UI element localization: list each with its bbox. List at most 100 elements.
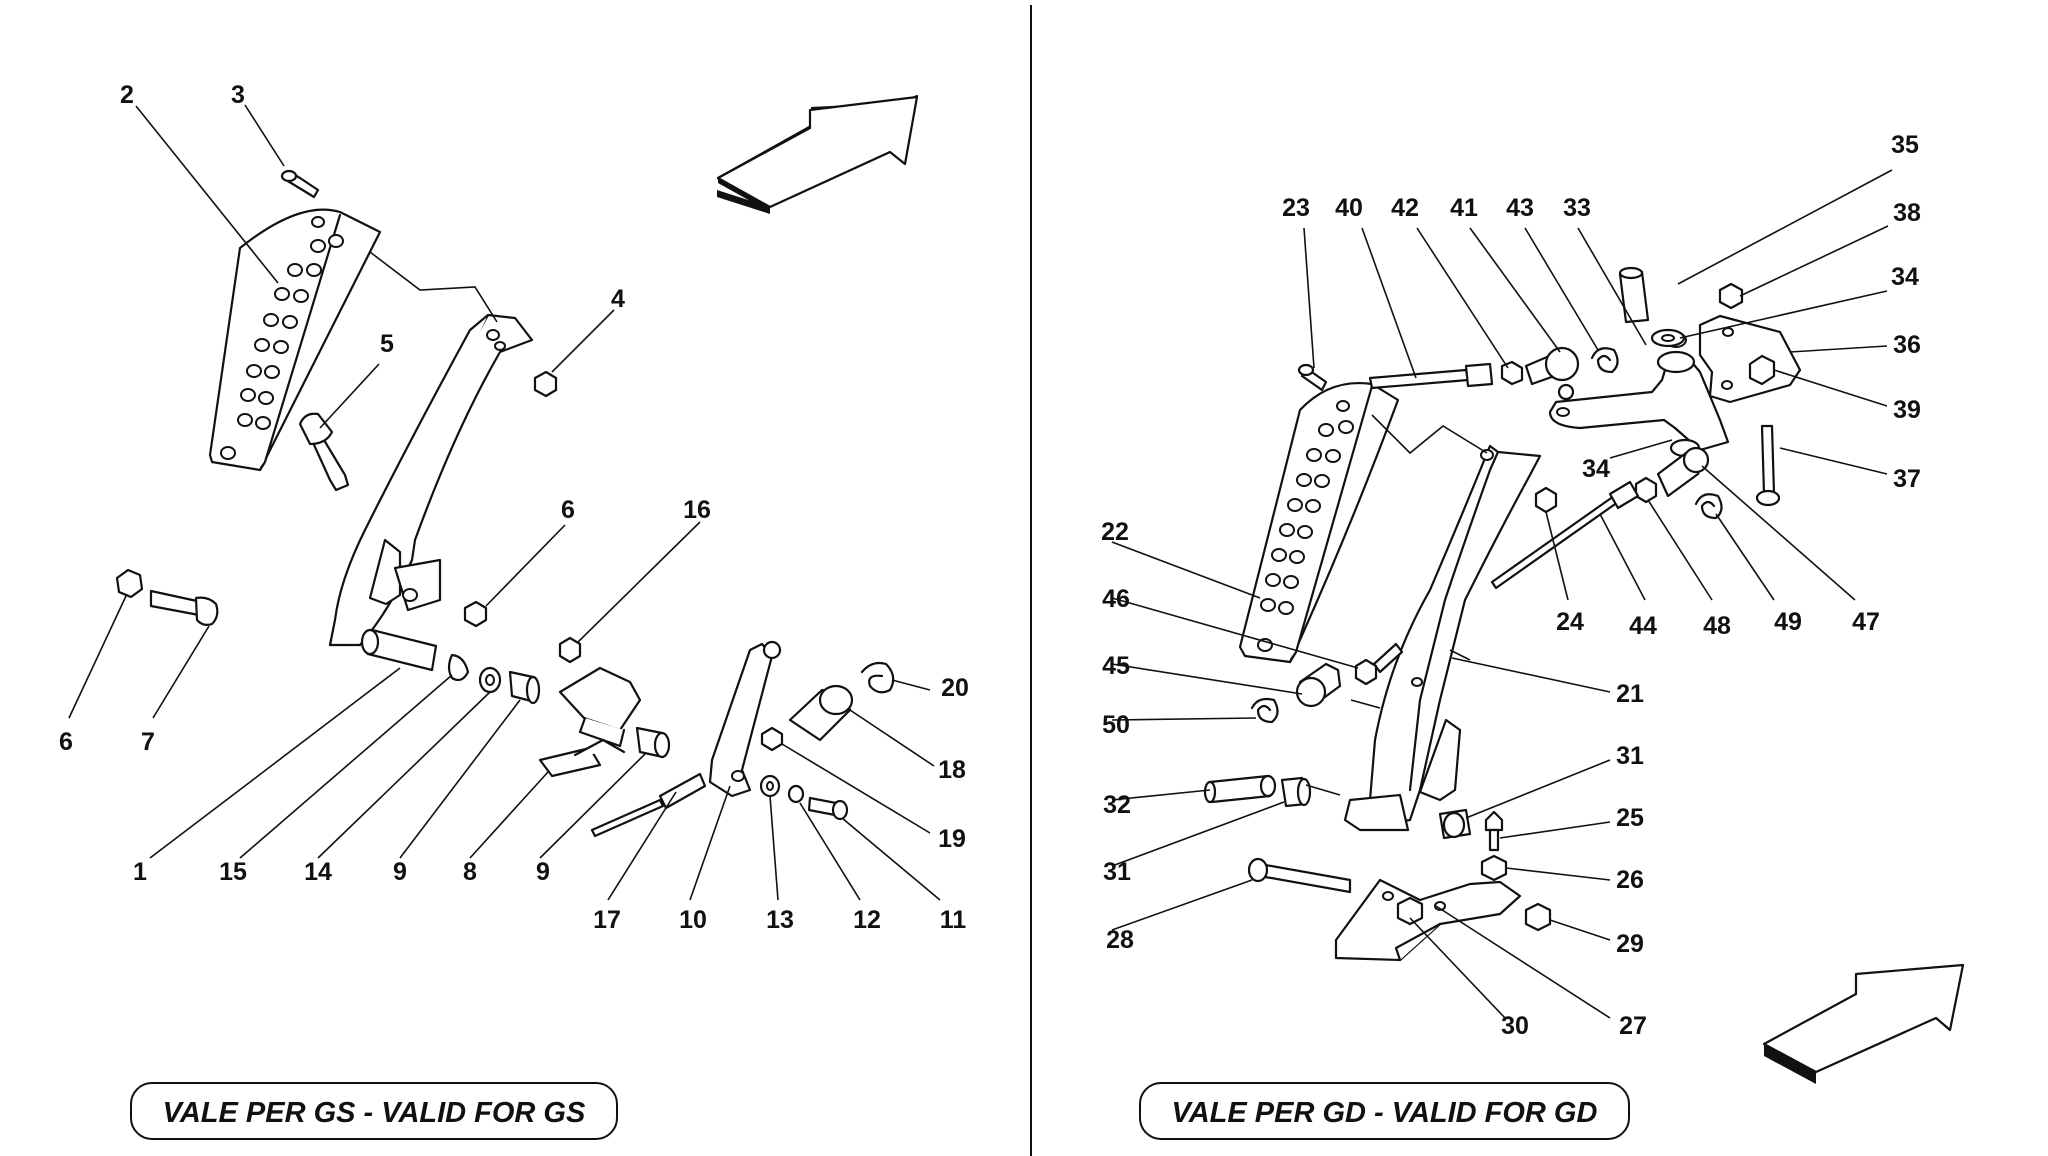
nut-38 [1718, 282, 1744, 310]
callout: 28 [1106, 926, 1134, 954]
callout: 23 [1282, 194, 1310, 222]
bushing-31-right [1438, 808, 1472, 840]
rod-44 [1490, 480, 1640, 590]
callout: 29 [1616, 930, 1644, 958]
nut-19 [760, 726, 784, 752]
callouts-gs: 1 2 3 4 5 6 6 7 8 9 9 10 11 12 13 14 15 … [59, 81, 969, 934]
bolt-7 [149, 589, 219, 626]
callout: 3 [231, 81, 245, 109]
nut-30 [1396, 896, 1424, 926]
ball-joint-47 [1656, 446, 1710, 498]
nut-29 [1524, 902, 1552, 932]
ball-joint-45 [1295, 662, 1342, 708]
callout: 46 [1102, 585, 1130, 613]
callout: 21 [1616, 680, 1644, 708]
spring-clip-43 [1590, 347, 1619, 374]
callouts-gd: 21 22 23 24 25 26 27 28 29 30 31 31 32 3… [1101, 131, 1921, 1040]
washer-14 [478, 666, 502, 694]
callout: 22 [1101, 518, 1129, 546]
lever-10 [708, 640, 782, 798]
bolt-28 [1247, 857, 1352, 894]
bushing-9-right [635, 726, 671, 759]
spacer-35 [1618, 266, 1650, 324]
panel-caption-gd: VALE PER GD - VALID FOR GD [1139, 1082, 1630, 1140]
panel-gd: 21 22 23 24 25 26 27 28 29 30 31 31 32 3… [1101, 131, 1965, 1084]
callout: 50 [1102, 711, 1130, 739]
cable-17 [590, 772, 707, 838]
callout: 31 [1616, 742, 1644, 770]
mounting-bracket-27 [1334, 878, 1522, 962]
callout: 26 [1616, 866, 1644, 894]
ball-joint-41 [1524, 346, 1580, 401]
callout: 4 [611, 285, 625, 313]
callout: 36 [1893, 331, 1921, 359]
callout: 31 [1103, 858, 1131, 886]
washer-12 [787, 784, 805, 804]
callout: 24 [1556, 608, 1584, 636]
callout: 37 [1893, 465, 1921, 493]
bolt-3 [280, 169, 320, 199]
callout: 13 [766, 906, 794, 934]
callout: 20 [941, 674, 969, 702]
washer-26 [1480, 854, 1508, 882]
callout: 8 [463, 858, 477, 886]
pedal-arm-21 [1343, 444, 1542, 832]
bolt-11 [807, 796, 849, 821]
bracket-8 [538, 666, 642, 778]
callout: 43 [1506, 194, 1534, 222]
callout: 48 [1703, 612, 1731, 640]
pedal-pad [208, 208, 382, 472]
callout: 32 [1103, 791, 1131, 819]
panel-gs: 1 2 3 4 5 6 6 7 8 9 9 10 11 12 13 14 15 … [59, 81, 969, 934]
callout: 11 [940, 906, 967, 934]
callout: 35 [1891, 131, 1919, 159]
callout: 6 [59, 728, 73, 756]
callout: 39 [1893, 396, 1921, 424]
callout: 34 [1582, 455, 1610, 483]
pedal-arm [328, 313, 534, 647]
nut-6-upper [463, 600, 488, 628]
callout: 47 [1852, 608, 1880, 636]
spring-clip-50 [1250, 697, 1279, 724]
panel-caption-gs: VALE PER GS - VALID FOR GS [130, 1082, 618, 1140]
callout: 30 [1501, 1012, 1529, 1040]
stud-46 [1354, 642, 1404, 686]
bushing-9-left [508, 670, 541, 705]
callout: 9 [393, 858, 407, 886]
pedal-pad [1238, 382, 1400, 664]
spring-clip-20 [860, 661, 895, 694]
bushing-31-left [1280, 776, 1312, 808]
bolt-37 [1755, 424, 1781, 507]
callout: 44 [1629, 612, 1657, 640]
callout: 6 [561, 496, 575, 524]
callout: 10 [679, 906, 707, 934]
callout: 42 [1391, 194, 1419, 222]
leader-lines-gd [1111, 169, 1893, 1019]
arrow-icon [1762, 963, 1965, 1084]
bolt-25 [1484, 810, 1504, 852]
nut-24 [1534, 486, 1558, 514]
callout: 2 [120, 81, 134, 109]
callout: 27 [1619, 1012, 1647, 1040]
callout: 17 [593, 906, 621, 934]
callout: 15 [219, 858, 247, 886]
sleeve-32 [1203, 774, 1277, 804]
bolt-5 [298, 412, 350, 492]
callout: 16 [683, 496, 711, 524]
clip-15 [447, 653, 470, 682]
callout: 40 [1335, 194, 1363, 222]
spring-clip-49 [1694, 493, 1723, 520]
callout: 5 [380, 330, 394, 358]
callout: 7 [141, 728, 155, 756]
nut-48 [1634, 476, 1658, 504]
nut-42 [1500, 360, 1524, 386]
bracket-36 [1698, 314, 1802, 404]
callout: 41 [1450, 194, 1478, 222]
callout: 25 [1616, 804, 1644, 832]
rod-40 [1368, 362, 1494, 390]
bolt-23 [1297, 363, 1328, 392]
washer-13 [759, 774, 781, 798]
nut-6-left [115, 568, 144, 599]
nut-39 [1748, 354, 1776, 386]
